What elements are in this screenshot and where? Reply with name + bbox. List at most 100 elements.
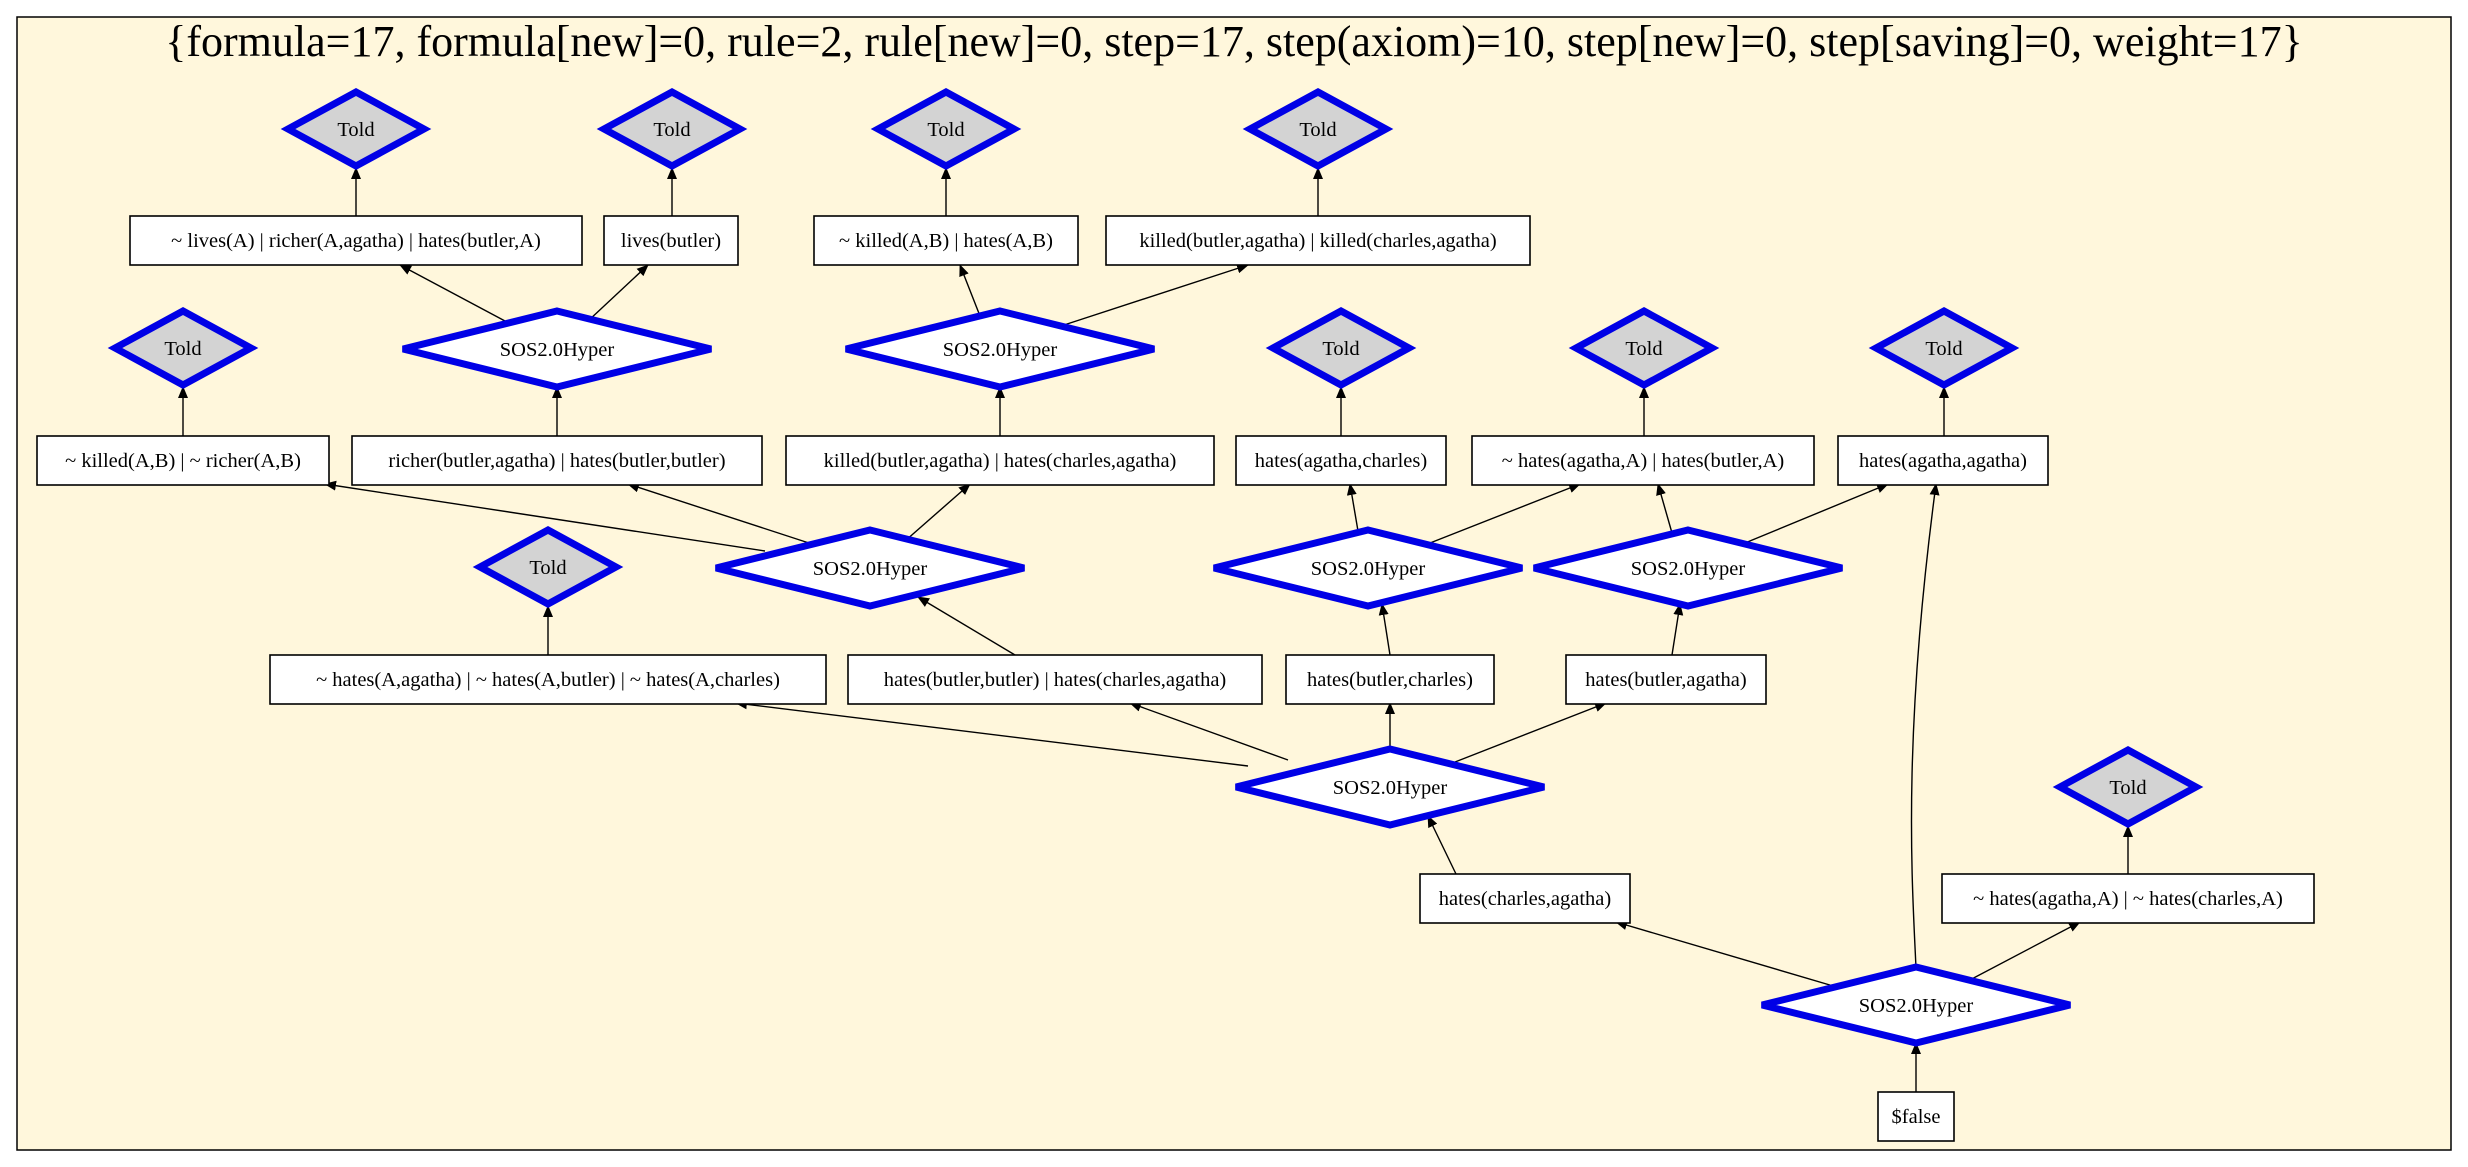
told-node: Told [1568, 307, 1720, 389]
formula-node: ~ hates(A,agatha) | ~ hates(A,butler) | … [269, 654, 827, 705]
told-diamond [1242, 88, 1394, 170]
formula-node: richer(butler,agatha) | hates(butler,but… [351, 435, 763, 486]
told-diamond [2052, 746, 2204, 828]
edge [1965, 921, 2081, 983]
edge [1656, 483, 1673, 534]
hyper-node: SOS2.0Hyper [1533, 526, 1843, 610]
told-label: Told [1322, 338, 1359, 360]
hyper-node: SOS2.0Hyper [845, 307, 1155, 391]
edge [917, 596, 1016, 656]
told-node: Told [596, 88, 748, 170]
formula-box [1471, 435, 1815, 486]
formula-nodes: ~ lives(A) | richer(A,agatha) | hates(bu… [36, 215, 2315, 1142]
told-label: Told [2109, 777, 2146, 799]
formula-node: hates(charles,agatha) [1419, 873, 1631, 924]
formula-box [269, 654, 827, 705]
hyper-node: SOS2.0Hyper [1761, 963, 2071, 1047]
formula-box [351, 435, 763, 486]
told-label: Told [337, 119, 374, 141]
told-label: Told [529, 557, 566, 579]
formula-box [1419, 873, 1631, 924]
told-label: Told [1925, 338, 1962, 360]
hyper-diamond [402, 307, 712, 391]
formula-box [1105, 215, 1531, 266]
formula-box [1877, 1091, 1955, 1142]
hyper-diamond [845, 307, 1155, 391]
hyper-node: SOS2.0Hyper [715, 526, 1025, 610]
formula-box [847, 654, 1263, 705]
formula-text: ~ hates(agatha,A) | ~ hates(charles,A) [1973, 888, 2283, 910]
formula-box [129, 215, 583, 266]
told-diamond [1265, 307, 1417, 389]
formula-text: richer(butler,agatha) | hates(butler,but… [388, 450, 725, 472]
formula-node: ~ lives(A) | richer(A,agatha) | hates(bu… [129, 215, 583, 266]
hyper-diamond [1213, 526, 1523, 610]
told-node: Told [472, 526, 624, 608]
graph-frame [16, 16, 2452, 1151]
formula-node: $false [1877, 1091, 1955, 1142]
told-label: Told [164, 338, 201, 360]
told-node: Told [107, 307, 259, 389]
formula-node: hates(agatha,charles) [1235, 435, 1447, 486]
told-node: Told [1242, 88, 1394, 170]
hyper-diamond [1235, 745, 1545, 829]
edge [1063, 263, 1249, 326]
hyper-label: SOS2.0Hyper [943, 339, 1058, 361]
hyper-nodes: SOS2.0Hyper SOS2.0Hyper SOS2.0Hyper SOS2… [402, 307, 2071, 1047]
hyper-label: SOS2.0Hyper [1311, 558, 1426, 580]
edge [324, 480, 766, 552]
hyper-label: SOS2.0Hyper [813, 558, 928, 580]
edge [1378, 603, 1391, 656]
told-diamond [870, 88, 1022, 170]
edge [1744, 483, 1889, 544]
formula-box [1235, 435, 1447, 486]
formula-node: ~ killed(A,B) | ~ richer(A,B) [36, 435, 330, 486]
edge [735, 699, 1249, 767]
told-diamond [1568, 307, 1720, 389]
told-nodes: Told Told Told Told Told Told Told Told [107, 88, 2204, 828]
formula-text: killed(butler,agatha) | killed(charles,a… [1139, 230, 1496, 252]
told-label: Told [1299, 119, 1336, 141]
formula-box [1837, 435, 2049, 486]
formula-node: killed(butler,agatha) | hates(charles,ag… [785, 435, 1215, 486]
edge [904, 483, 971, 542]
formula-text: killed(butler,agatha) | hates(charles,ag… [824, 450, 1177, 472]
hyper-label: SOS2.0Hyper [1333, 777, 1448, 799]
formula-node: hates(agatha,agatha) [1837, 435, 2049, 486]
edge [1671, 603, 1684, 656]
formula-text: hates(charles,agatha) [1439, 888, 1611, 910]
hyper-node: SOS2.0Hyper [1235, 745, 1545, 829]
hyper-label: SOS2.0Hyper [1631, 558, 1746, 580]
formula-node: killed(butler,agatha) | killed(charles,a… [1105, 215, 1531, 266]
edge [1454, 702, 1607, 763]
formula-text: ~ hates(A,agatha) | ~ hates(A,butler) | … [316, 669, 780, 691]
hyper-diamond [1761, 963, 2071, 1047]
edge [399, 264, 506, 322]
formula-text: ~ hates(agatha,A) | hates(butler,A) [1502, 450, 1784, 472]
told-diamond [107, 307, 259, 389]
formula-node: hates(butler,agatha) [1565, 654, 1767, 705]
told-node: Told [2052, 746, 2204, 828]
stats-title: {formula=17, formula[new]=0, rule=2, rul… [165, 17, 2303, 66]
told-label: Told [1625, 338, 1662, 360]
formula-node: ~ hates(agatha,A) | hates(butler,A) [1471, 435, 1815, 486]
edge [1427, 815, 1457, 875]
told-label: Told [927, 119, 964, 141]
formula-box [1285, 654, 1495, 705]
formula-node: hates(butler,charles) [1285, 654, 1495, 705]
formula-box [603, 215, 739, 266]
told-diamond [1868, 307, 2020, 389]
edge [1346, 483, 1359, 532]
formula-text: hates(butler,agatha) [1585, 669, 1746, 691]
hyper-node: SOS2.0Hyper [1213, 526, 1523, 610]
told-node: Told [280, 88, 432, 170]
formula-node: ~ hates(agatha,A) | ~ hates(charles,A) [1941, 873, 2315, 924]
formula-text: hates(butler,butler) | hates(charles,aga… [884, 669, 1227, 691]
told-node: Told [1265, 307, 1417, 389]
hyper-diamond [1533, 526, 1843, 610]
told-diamond [280, 88, 432, 170]
formula-text: hates(agatha,agatha) [1859, 450, 2027, 472]
edges [178, 167, 2133, 1092]
edge [627, 482, 813, 545]
